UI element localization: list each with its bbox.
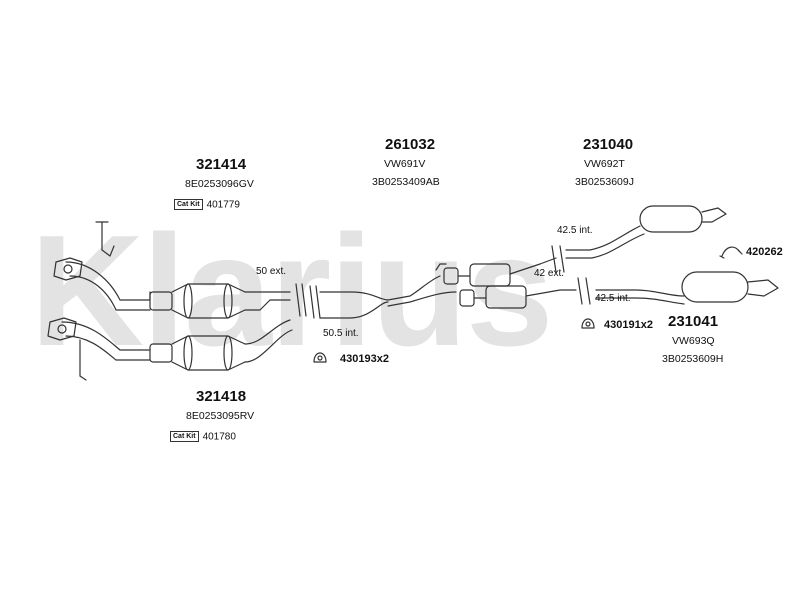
rear-silencer-upper-icon [565, 205, 727, 259]
accessory-430193: 430193x2 [340, 353, 389, 365]
vw-ref-231040: VW692T [584, 158, 625, 170]
part-number-321418: 321418 [196, 388, 247, 405]
flange-lower-icon [47, 317, 77, 341]
cat-kit-number: 401780 [202, 431, 236, 443]
vw-ref-231041: VW693Q [672, 335, 715, 347]
oe-code-321418: 8E0253095RV [186, 410, 255, 422]
catalytic-converter-upper-icon [65, 221, 291, 319]
dimension-50-5-int: 50.5 int. [323, 328, 359, 339]
part-number-261032: 261032 [385, 136, 436, 153]
oe-code-261032: 3B0253409AB [372, 176, 440, 188]
cat-kit-badge: Cat Kit [170, 431, 199, 443]
oe-code-231041: 3B0253609H [662, 353, 724, 365]
cat-kit-number: 401779 [206, 199, 240, 211]
centre-silencer-icon [319, 257, 577, 319]
klarius-watermark: Klarius [30, 203, 554, 379]
rear-silencer-lower-icon [595, 271, 779, 305]
accessory-420262: 420262 [746, 246, 783, 258]
joint-clamp-marks-right-icon [551, 245, 591, 305]
rubber-mount-430193-icon [313, 352, 327, 363]
joint-clamp-marks-icon [295, 283, 321, 319]
hanger-420262-icon [719, 246, 743, 259]
dimension-42-5-int-top: 42.5 int. [557, 225, 593, 236]
dimension-42-5-int-bottom: 42.5 int. [595, 293, 631, 304]
dimension-50-ext: 50 ext. [256, 266, 287, 277]
part-number-231041: 231041 [668, 313, 719, 330]
flange-upper-icon [53, 257, 83, 281]
accessory-430191: 430191x2 [604, 319, 653, 331]
vw-ref-261032: VW691V [384, 158, 426, 170]
cat-kit-badge: Cat Kit [174, 199, 203, 211]
oe-code-231040: 3B0253609J [575, 176, 634, 188]
dimension-42-ext: 42 ext. [534, 268, 565, 279]
oe-code-321414: 8E0253096GV [185, 178, 254, 190]
part-number-321414: 321414 [196, 156, 247, 173]
rubber-mount-430191-icon [581, 318, 595, 329]
catalytic-converter-lower-icon [61, 319, 293, 381]
part-number-231040: 231040 [583, 136, 634, 153]
